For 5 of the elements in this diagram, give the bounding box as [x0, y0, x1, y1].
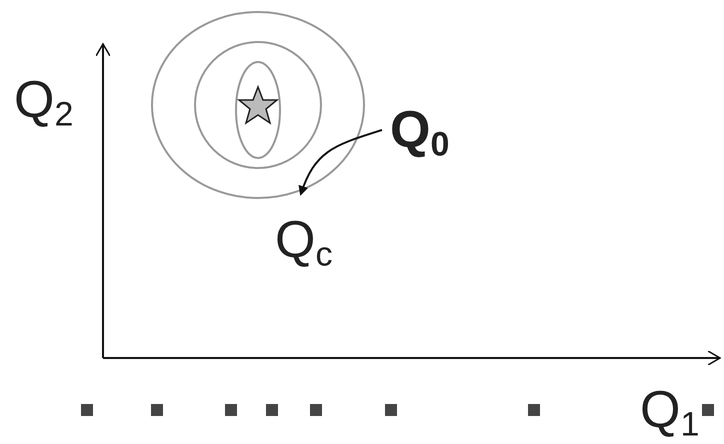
axis-label: Q$_{2}$	[14, 74, 74, 126]
point-label: Q$_{0}$	[390, 104, 450, 156]
axis-label: Q$_{1}$	[640, 384, 700, 436]
point-label: Q$_{c}$	[275, 214, 332, 266]
arrow	[298, 129, 382, 196]
